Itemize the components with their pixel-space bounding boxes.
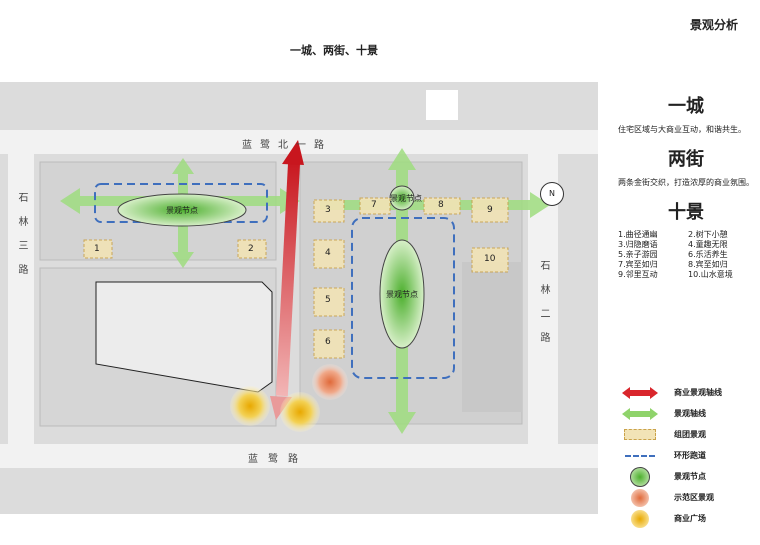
zone-label: 8 bbox=[438, 200, 444, 210]
zone-label: 6 bbox=[325, 337, 331, 347]
group-landscape-boxes bbox=[83, 197, 509, 359]
road-label-west: 石林三路 bbox=[16, 192, 27, 288]
road-label-north: 蓝鹭北一路 bbox=[242, 140, 332, 151]
green-double-arrow-icon bbox=[620, 405, 660, 423]
map-legend: 商业景观轴线 景观轴线 组团景观 环形跑道 景观节点 示范区景观 商业广场 bbox=[620, 382, 750, 529]
legend-item: 景观轴线 bbox=[620, 403, 750, 424]
zone-label: 3 bbox=[325, 205, 331, 215]
landscape-node-label-east: 景观节点 bbox=[386, 290, 418, 299]
scene-item: 7.宾至如归 bbox=[618, 260, 658, 269]
legend-item: 示范区景观 bbox=[620, 487, 750, 508]
zone-label: 2 bbox=[248, 244, 254, 254]
section-heading: 十景 bbox=[668, 202, 704, 223]
section-text: 两条金街交织，打造浓厚的商业氛围。 bbox=[618, 178, 754, 187]
commercial-plaza-glow-2 bbox=[280, 392, 320, 432]
section-text: 住宅区域与大商业互动，和谐共生。 bbox=[618, 125, 746, 134]
scene-item: 2.树下小憩 bbox=[688, 230, 728, 239]
scene-item: 10.山水意境 bbox=[688, 270, 733, 279]
ring-track-east bbox=[351, 217, 455, 379]
zone-label: 1 bbox=[94, 244, 100, 254]
ring-track-west bbox=[94, 183, 268, 223]
page-subtitle: 一城、两街、十景 bbox=[290, 44, 378, 57]
green-ellipse-icon bbox=[620, 466, 660, 487]
legend-item: 组团景观 bbox=[620, 424, 750, 445]
road-west bbox=[8, 142, 34, 462]
commercial-plaza-glow-1 bbox=[230, 386, 270, 426]
section-heading: 两街 bbox=[668, 149, 704, 170]
landscape-node-label-west: 景观节点 bbox=[166, 206, 198, 215]
legend-item: 商业广场 bbox=[620, 508, 750, 529]
north-compass-icon: N bbox=[540, 182, 564, 206]
site-plan-drawing bbox=[0, 82, 598, 514]
landscape-node-east bbox=[379, 239, 425, 349]
scene-item: 4.童趣无限 bbox=[688, 240, 728, 249]
road-label-east: 石林二路 bbox=[538, 260, 549, 356]
scene-item: 9.邻里互动 bbox=[618, 270, 658, 279]
ten-scenes-list: 1.曲径通幽 2.树下小憩 3.归隐磨语 4.童趣无限 5.亲子游园 6.乐活养… bbox=[618, 230, 754, 280]
landscape-node-west bbox=[117, 193, 247, 227]
road-south bbox=[0, 444, 598, 468]
zone-label: 5 bbox=[325, 295, 331, 305]
section-heading: 一城 bbox=[668, 96, 704, 117]
analysis-sidebar: 一城 住宅区域与大商业互动，和谐共生。 两街 两条金街交织，打造浓厚的商业氛围。… bbox=[618, 88, 754, 280]
legend-item: 景观节点 bbox=[620, 466, 750, 487]
zone-label: 9 bbox=[487, 205, 493, 215]
orange-glow-icon bbox=[620, 488, 660, 507]
scene-item: 5.亲子游园 bbox=[618, 250, 658, 259]
zone-label: 7 bbox=[371, 200, 377, 210]
scene-item: 8.宾至如归 bbox=[688, 260, 728, 269]
yellow-glow-icon bbox=[620, 509, 660, 528]
red-double-arrow-icon bbox=[620, 384, 660, 402]
scene-item: 6.乐活养生 bbox=[688, 250, 728, 259]
legend-item: 环形跑道 bbox=[620, 445, 750, 466]
demo-area-glow bbox=[312, 364, 348, 400]
zone-label: 4 bbox=[325, 248, 331, 258]
zone-label: 10 bbox=[484, 254, 496, 264]
road-label-south: 蓝鹭路 bbox=[248, 454, 308, 465]
scene-item: 1.曲径通幽 bbox=[618, 230, 658, 239]
site-plan-map: N 蓝鹭北一路 蓝鹭路 石林三路 石林二路 景观节点 景观节点 景观节点 1 2… bbox=[0, 82, 598, 514]
dashed-yellow-box-icon bbox=[620, 426, 660, 444]
blue-dashed-line-icon bbox=[620, 447, 660, 465]
legend-item: 商业景观轴线 bbox=[620, 382, 750, 403]
page-title: 景观分析 bbox=[689, 18, 738, 32]
scene-item: 3.归隐磨语 bbox=[618, 240, 658, 249]
landscape-node-label-north: 景观节点 bbox=[390, 194, 422, 203]
